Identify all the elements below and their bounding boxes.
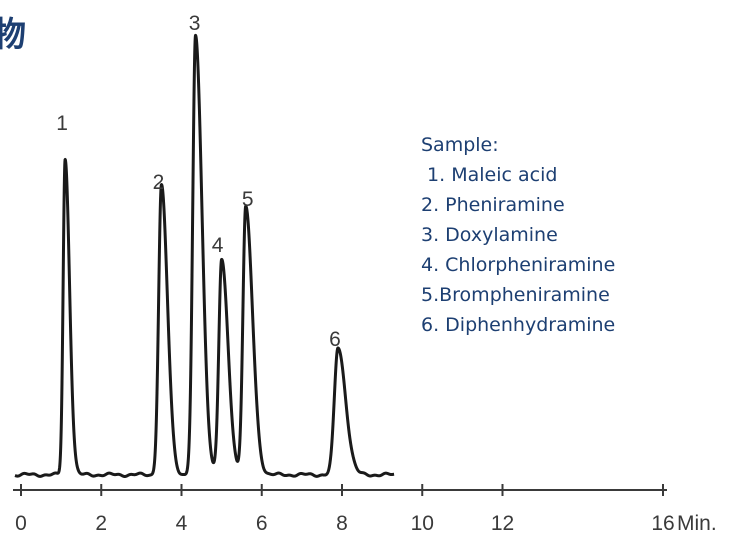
sample-legend: Sample: 1. Maleic acid 2. Pheniramine 3.… — [421, 134, 615, 336]
peak-label-2: 2 — [153, 171, 165, 194]
x-tick-label: 10 — [411, 512, 434, 535]
peak-label-3: 3 — [189, 12, 201, 35]
title-fragment: 物 — [0, 15, 26, 55]
legend-item-2: 2. Pheniramine — [421, 194, 565, 216]
legend-item-4: 4. Chlorpheniramine — [421, 254, 615, 276]
x-axis-unit: Min. — [677, 512, 717, 535]
legend-item-5: 5.Brompheniramine — [421, 284, 610, 306]
chromatogram-trace — [13, 33, 396, 478]
peak-label-1: 1 — [56, 112, 68, 135]
x-tick-label: 0 — [15, 512, 27, 535]
peak-labels: 1 2 3 45 6 — [56, 12, 341, 351]
x-tick-label: 16 — [651, 512, 674, 535]
legend-item-3: 3. Doxylamine — [421, 224, 558, 246]
legend-item-6: 6. Diphenhydramine — [421, 314, 615, 336]
x-tick-label: 4 — [176, 512, 188, 535]
x-tick-label: 8 — [336, 512, 348, 535]
x-tick-label: 2 — [95, 512, 107, 535]
peak-label-6: 6 — [329, 328, 341, 351]
peak-label-4: 4 — [212, 234, 224, 257]
legend-item-1: 1. Maleic acid — [421, 164, 557, 186]
x-tick-label: 12 — [491, 512, 514, 535]
peak-label-5: 5 — [242, 188, 254, 211]
x-tick-label: 6 — [256, 512, 268, 535]
legend-heading: Sample: — [421, 134, 499, 156]
